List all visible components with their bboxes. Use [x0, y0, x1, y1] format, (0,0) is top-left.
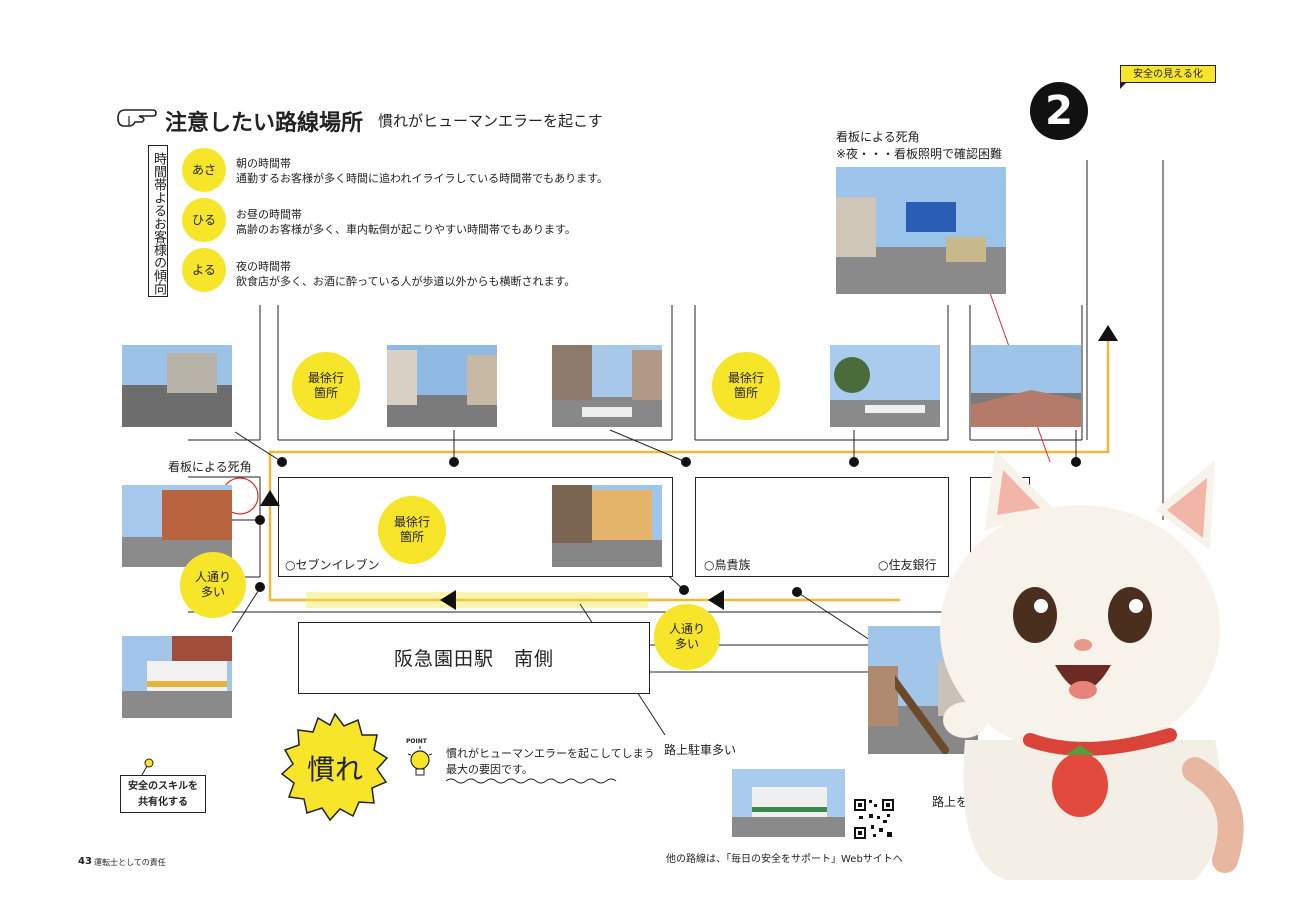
wavy-divider	[446, 778, 617, 784]
cat-mascot-illustration	[895, 450, 1244, 880]
block-torikizoku	[695, 477, 949, 577]
morning-text: 通勤するお客様が多く時間に追われイライラしている時間帯でもあります。	[236, 172, 609, 185]
torikizoku-label: ○鳥貴族	[704, 558, 751, 572]
map-point	[1071, 457, 1081, 467]
habit-word: 慣れ	[306, 753, 363, 786]
direction-up-arrow-icon	[260, 490, 280, 506]
sign-blind-spot-label: 看板による死角	[168, 460, 252, 474]
skill-line1: 安全のスキルを	[128, 781, 198, 792]
photo-street-1	[122, 345, 232, 427]
map-point	[449, 457, 459, 467]
seven-eleven-label: ○セブンイレブン	[285, 558, 380, 572]
morning-badge: あさ	[182, 148, 226, 192]
pointing-hand-icon	[115, 106, 157, 130]
map-point	[792, 587, 802, 597]
photo-seven-eleven	[552, 485, 662, 567]
night-text: 飲食店が多く、お酒に酔っている人が歩道以外からも横断されます。	[236, 275, 576, 288]
photo-street-4	[830, 345, 940, 427]
crowded-burst-1: 人通り 多い	[180, 552, 246, 618]
page-number: 43	[78, 856, 92, 867]
slow-spot-burst-2: 最徐行 箇所	[712, 352, 780, 420]
map-point	[679, 585, 689, 595]
section-name: 運転士としての責任	[94, 858, 166, 867]
map-point	[681, 457, 691, 467]
photo-street-3	[552, 345, 662, 427]
sign-note-line1: 看板による死角	[836, 130, 920, 144]
pin-icon	[140, 758, 154, 776]
safety-visualization-badge: 安全の見える化	[1120, 65, 1216, 89]
photo-bus-footer	[732, 769, 845, 837]
sumitomo-label: ○住友銀行	[878, 558, 937, 572]
parking-label: 路上駐車多い	[664, 743, 737, 757]
station-label: 阪急園田駅 南側	[298, 622, 650, 694]
page-title: 注意したい路線場所	[165, 111, 364, 136]
map-point	[849, 457, 859, 467]
map-point	[255, 582, 265, 592]
habit-burst	[280, 712, 390, 822]
section-number: 2	[1030, 82, 1088, 140]
photo-sign-corner	[836, 167, 1006, 294]
point-line2: 最大の要因です。	[446, 763, 533, 776]
slow-spot-burst-3: 最徐行 箇所	[378, 496, 446, 564]
crowded-burst-2: 人通り 多い	[654, 604, 720, 670]
noon-text: 高齢のお客様が多く、車内転倒が起こりやすい時間帯でもあります。	[236, 223, 576, 236]
photo-bus	[122, 636, 232, 718]
noon-badge: ひる	[182, 198, 226, 242]
night-badge: よる	[182, 248, 226, 292]
skill-share-box: 安全のスキルを 共有化する	[120, 775, 206, 813]
map-point	[277, 457, 287, 467]
sign-note-line2: ※夜・・・看板照明で確認困難	[836, 147, 1003, 161]
noon-heading: お昼の時間帯	[236, 208, 302, 221]
direction-up-arrow-icon	[1098, 325, 1118, 341]
point-label: POINT	[406, 738, 427, 745]
time-tendency-label: 時間帯よるお客様の傾向	[148, 145, 168, 297]
slow-spot-burst-1: 最徐行 箇所	[292, 352, 360, 420]
web-note: 他の路線は、「毎日の安全をサポート」Webサイトへ	[666, 854, 903, 865]
night-heading: 夜の時間帯	[236, 260, 291, 273]
skill-line2: 共有化する	[138, 797, 188, 808]
photo-street-2	[387, 345, 497, 427]
qr-code-icon[interactable]	[853, 798, 895, 840]
direction-left-arrow-icon	[708, 590, 724, 610]
lightbulb-icon	[404, 742, 436, 782]
page-subtitle: 慣れがヒューマンエラーを起こす	[378, 112, 603, 130]
photo-street-5	[971, 345, 1081, 427]
map-point	[255, 515, 265, 525]
direction-left-arrow-icon	[440, 590, 456, 610]
morning-heading: 朝の時間帯	[236, 157, 291, 170]
point-line1: 慣れがヒューマンエラーを起こしてしまう	[446, 747, 655, 760]
